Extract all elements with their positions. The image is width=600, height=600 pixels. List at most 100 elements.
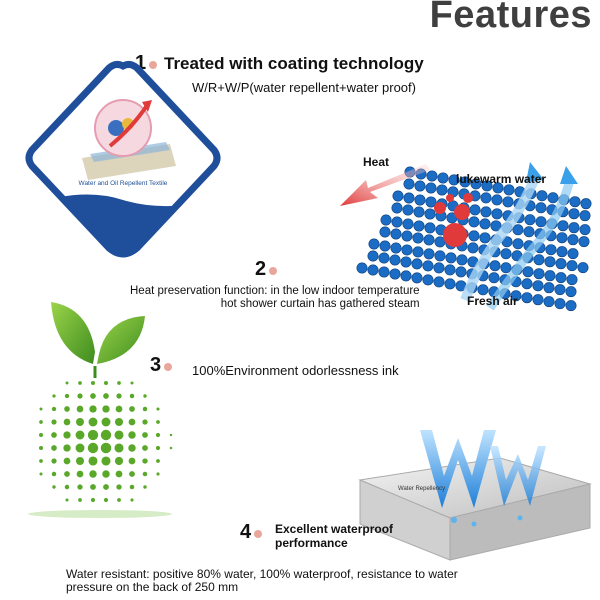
sphere-dot xyxy=(130,381,134,385)
bead-dot xyxy=(391,202,403,214)
sphere-dot xyxy=(128,431,136,439)
sphere-dot xyxy=(114,417,124,427)
sphere-dot xyxy=(78,381,82,385)
bead-dot xyxy=(448,174,460,186)
bead-dot xyxy=(489,260,501,272)
sphere-dot xyxy=(156,459,160,463)
sphere-dot xyxy=(155,445,161,451)
heat-label: Heat xyxy=(363,155,390,169)
bead-dot xyxy=(425,196,437,208)
bead-dot xyxy=(555,258,567,270)
bead-dot xyxy=(554,284,566,296)
sphere-dot xyxy=(169,433,173,437)
bead-dot xyxy=(577,262,589,274)
bead-dot xyxy=(512,224,524,236)
sphere-dot xyxy=(129,406,135,412)
bead-dot xyxy=(579,224,591,236)
sphere-dot xyxy=(90,484,96,490)
bead-dot xyxy=(567,234,579,246)
bead-dot xyxy=(479,232,491,244)
bead-dot xyxy=(544,270,556,282)
sphere-dot xyxy=(52,485,56,489)
sphere-dot xyxy=(128,418,136,426)
bead-dot xyxy=(402,204,414,216)
feature-1-title: Treated with coating technology xyxy=(164,54,424,73)
sphere-dot xyxy=(115,405,123,413)
bead-dot xyxy=(554,298,566,310)
bead-dot xyxy=(379,226,391,238)
bead-dot xyxy=(413,206,425,218)
bead-dot xyxy=(510,290,522,302)
bottom-line1: Water resistant: positive 80% water, 100… xyxy=(66,567,458,581)
sphere-dot xyxy=(103,393,109,399)
bead-dot xyxy=(368,238,380,250)
sphere-dot xyxy=(102,405,110,413)
sphere-dot xyxy=(129,471,135,477)
bead-dot xyxy=(389,268,401,280)
bead-dot xyxy=(532,280,544,292)
bead-dot xyxy=(445,252,457,264)
sphere-dot xyxy=(77,393,83,399)
bead-dot xyxy=(367,264,379,276)
sphere-dot xyxy=(116,393,122,399)
bead-dot xyxy=(422,274,434,286)
bead-dot xyxy=(500,262,512,274)
bead-dot xyxy=(579,210,591,222)
bead-dot xyxy=(481,180,493,192)
sphere-dot xyxy=(129,484,135,490)
sphere-dot xyxy=(77,484,83,490)
feature-2-number: 2 xyxy=(255,258,278,281)
sphere-dot xyxy=(51,471,57,477)
feature-1-subtitle: W/R+W/P(water repellent+water proof) xyxy=(192,80,416,95)
bead-dot xyxy=(503,184,515,196)
sphere-dot xyxy=(88,456,98,466)
sphere-dot xyxy=(52,394,56,398)
sphere-dot xyxy=(130,498,134,502)
sphere-dot xyxy=(142,445,148,451)
sphere-dot xyxy=(102,470,110,478)
bead-dot xyxy=(543,296,555,308)
sphere-dot xyxy=(76,418,84,426)
bead-dot xyxy=(379,240,391,252)
bead-dot xyxy=(522,266,534,278)
bead-dot xyxy=(412,232,424,244)
sphere-dot xyxy=(128,444,136,452)
sphere-dot xyxy=(156,420,160,424)
bead-dot xyxy=(401,230,413,242)
bead-dot xyxy=(402,218,414,230)
bead-dot xyxy=(565,286,577,298)
bead-dot xyxy=(456,254,468,266)
sphere-dot xyxy=(87,442,99,454)
bead-dot xyxy=(566,260,578,272)
bead-dot xyxy=(422,260,434,272)
bead-dot xyxy=(492,182,504,194)
sphere-dot xyxy=(100,442,112,454)
sphere-dot xyxy=(39,459,43,463)
sphere-dot xyxy=(64,471,70,477)
sphere-dot xyxy=(103,484,109,490)
sphere-dot xyxy=(143,394,147,398)
feature-2-line2: hot shower curtain has gathered steam xyxy=(220,298,420,310)
bead-dot xyxy=(502,196,514,208)
bead-dot xyxy=(578,236,590,248)
bead-dot xyxy=(411,258,423,270)
bead-dot xyxy=(523,226,535,238)
bead-dot xyxy=(568,222,580,234)
bead-dot xyxy=(414,180,426,192)
bead-dot xyxy=(401,244,413,256)
sphere-dot xyxy=(39,472,43,476)
bead-dot xyxy=(535,216,547,228)
feature-2-line1: Heat preservation function: in the low i… xyxy=(130,285,420,297)
feature-3-text: 100%Environment odorlessness ink xyxy=(192,363,399,378)
bead-dot xyxy=(424,208,436,220)
bead-dot xyxy=(480,206,492,218)
sphere-dot xyxy=(39,420,43,424)
badge-icon: Water and Oil Repellent Textile xyxy=(25,60,221,258)
feature-4-line2: performance xyxy=(275,536,348,550)
sphere-dot xyxy=(142,432,148,438)
bead-dot xyxy=(524,214,536,226)
sphere-dot xyxy=(115,470,123,478)
bead-dot xyxy=(533,254,545,266)
bead-dot xyxy=(380,214,392,226)
sphere-dot xyxy=(90,497,96,503)
